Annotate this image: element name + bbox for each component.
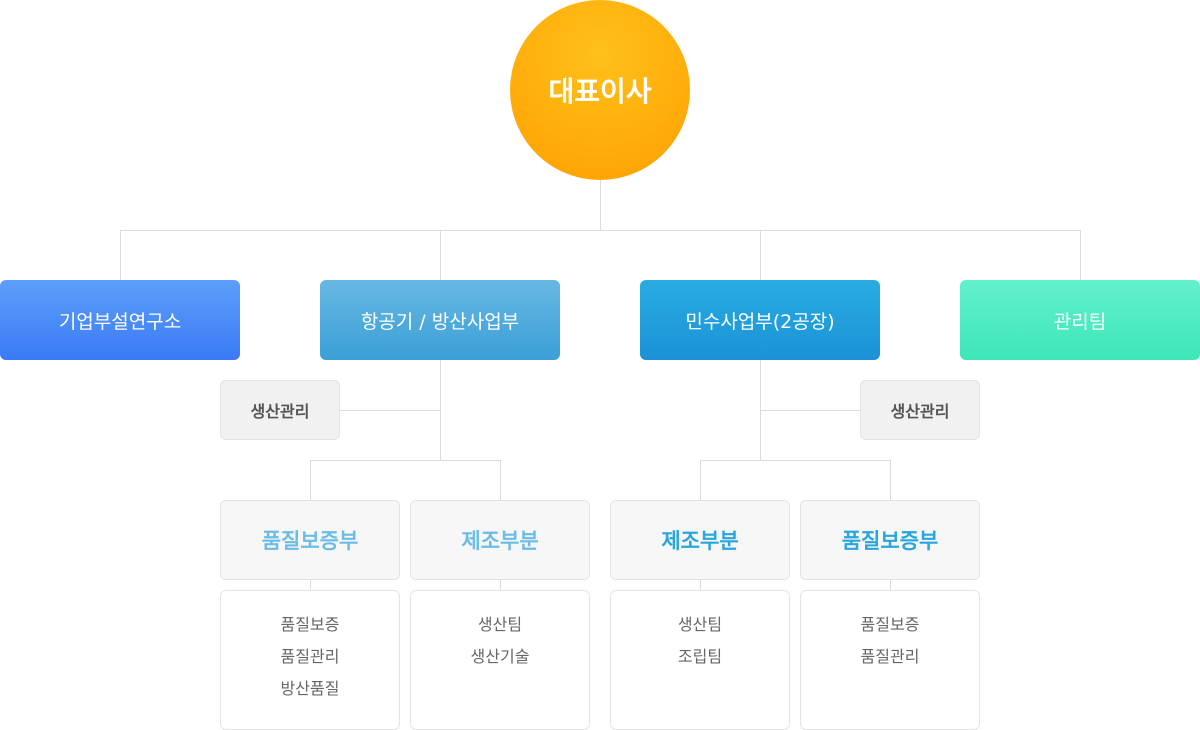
- team-manufacturing-2: 제조부분: [610, 500, 790, 580]
- dept-label: 관리팀: [1053, 310, 1107, 333]
- dept-research-institute: 기업부설연구소: [0, 280, 240, 360]
- list-item: 조립팀: [677, 647, 723, 666]
- connector-dept-3: [760, 230, 761, 280]
- connector-dept-horizontal: [120, 230, 1081, 231]
- sub-label: 생산관리: [250, 402, 310, 421]
- sub-production-management-left: 생산관리: [220, 380, 340, 440]
- connector-team-4: [890, 460, 891, 500]
- list-item: 품질관리: [860, 647, 920, 666]
- team-title: 제조부분: [461, 529, 539, 553]
- connector-team-3-box: [700, 580, 701, 590]
- dept-civil-business: 민수사업부(2공장): [640, 280, 880, 360]
- connector-sub-right: [760, 410, 860, 411]
- team-items-box-2: 생산팀 생산기술: [410, 590, 590, 730]
- dept-label: 민수사업부(2공장): [685, 310, 835, 333]
- connector-right-teams-horizontal: [700, 460, 891, 461]
- list-item: 품질관리: [280, 647, 340, 666]
- connector-dept-4: [1080, 230, 1081, 280]
- ceo-label: 대표이사: [548, 75, 652, 108]
- dept-label: 항공기 / 방산사업부: [360, 310, 520, 333]
- connector-team-2-box: [500, 580, 501, 590]
- connector-sub-left: [340, 410, 440, 411]
- connector-team-2: [500, 460, 501, 500]
- connector-dept-1: [120, 230, 121, 280]
- dept-management: 관리팀: [960, 280, 1200, 360]
- list-item: 생산팀: [477, 615, 523, 634]
- ceo-node: 대표이사: [510, 0, 690, 180]
- list-item: 생산기술: [470, 647, 530, 666]
- connector-team-1: [310, 460, 311, 500]
- team-items-box-3: 생산팀 조립팀: [610, 590, 790, 730]
- connector-ceo-down: [600, 180, 601, 230]
- connector-team-3: [700, 460, 701, 500]
- team-items-box-1: 품질보증 품질관리 방산품질: [220, 590, 400, 730]
- list-item: 품질보증: [860, 615, 920, 634]
- connector-team-4-box: [890, 580, 891, 590]
- list-item: 생산팀: [677, 615, 723, 634]
- team-manufacturing-1: 제조부분: [410, 500, 590, 580]
- connector-dept2-down: [440, 360, 441, 460]
- team-quality-assurance-1: 품질보증부: [220, 500, 400, 580]
- connector-dept-2: [440, 230, 441, 280]
- list-item: 방산품질: [280, 679, 340, 698]
- team-title: 품질보증부: [841, 529, 939, 553]
- dept-aircraft-defense: 항공기 / 방산사업부: [320, 280, 560, 360]
- connector-left-teams-horizontal: [310, 460, 501, 461]
- team-quality-assurance-2: 품질보증부: [800, 500, 980, 580]
- list-item: 품질보증: [280, 615, 340, 634]
- sub-label: 생산관리: [890, 402, 950, 421]
- team-title: 품질보증부: [261, 529, 359, 553]
- dept-label: 기업부설연구소: [58, 310, 182, 333]
- connector-team-1-box: [310, 580, 311, 590]
- sub-production-management-right: 생산관리: [860, 380, 980, 440]
- team-title: 제조부분: [661, 529, 739, 553]
- team-items-box-4: 품질보증 품질관리: [800, 590, 980, 730]
